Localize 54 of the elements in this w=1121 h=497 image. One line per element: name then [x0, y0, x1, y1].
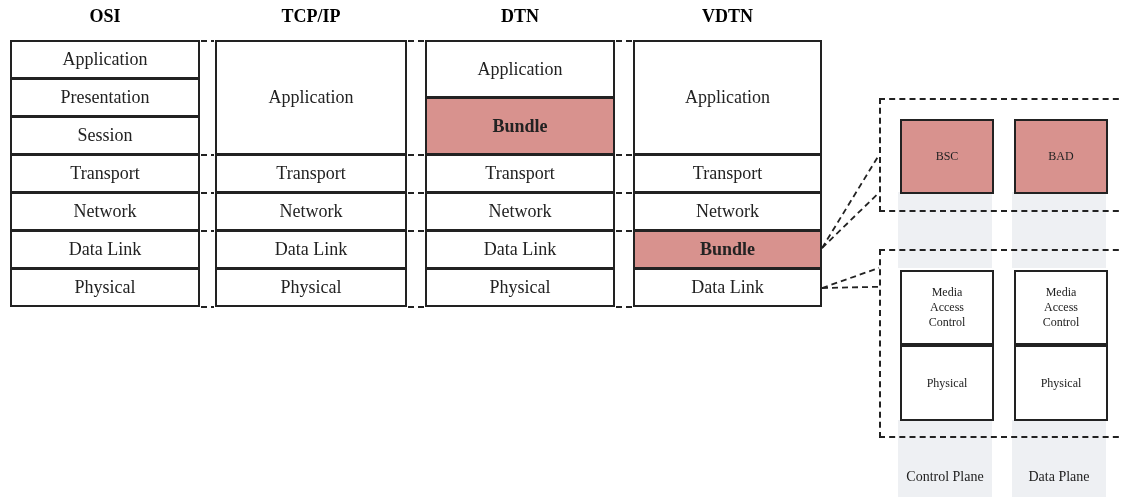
layer-box: Physical	[900, 345, 994, 421]
layer-box: Bundle	[425, 97, 615, 155]
column-heading: OSI	[88, 6, 122, 27]
layer-box: Network	[215, 192, 407, 231]
layer-box: Physical	[425, 268, 615, 307]
layer-box: Bundle	[633, 230, 822, 269]
dashed-connector	[615, 154, 633, 156]
layer-box: Physical	[215, 268, 407, 307]
layer-box: Transport	[633, 154, 822, 193]
layer-box: Presentation	[10, 78, 200, 117]
layer-box: BSC	[900, 119, 994, 194]
dashed-connector	[407, 230, 425, 232]
layer-box: Application	[215, 40, 407, 155]
layer-box: Transport	[10, 154, 200, 193]
leader-line	[821, 267, 880, 289]
layer-box: Session	[10, 116, 200, 155]
layer-box: Data Link	[425, 230, 615, 269]
dashed-connector	[407, 192, 425, 194]
layer-box: Network	[633, 192, 822, 231]
dashed-connector	[407, 40, 425, 42]
dashed-connector	[200, 230, 215, 232]
dashed-connector	[200, 192, 215, 194]
layer-box: Application	[10, 40, 200, 79]
dashed-connector	[615, 192, 633, 194]
layer-box: Media Access Control	[900, 270, 994, 345]
layer-box: Data Link	[633, 268, 822, 307]
dashed-connector	[407, 306, 425, 308]
plane-band: Control Plane	[898, 420, 992, 497]
layer-box: Application	[633, 40, 822, 155]
dashed-connector	[615, 230, 633, 232]
column-heading: DTN	[500, 6, 540, 27]
column-heading: VDTN	[701, 6, 754, 27]
dashed-connector	[407, 154, 425, 156]
dashed-connector	[200, 306, 215, 308]
layer-box: Physical	[10, 268, 200, 307]
dashed-connector	[200, 154, 215, 156]
layer-box: Network	[10, 192, 200, 231]
layer-box: Transport	[425, 154, 615, 193]
plane-band: Data Plane	[1012, 420, 1106, 497]
layer-box: Physical	[1014, 345, 1108, 421]
layer-box: Network	[425, 192, 615, 231]
layer-box: Data Link	[10, 230, 200, 269]
zoom-frame	[879, 249, 1121, 438]
layer-box: Data Link	[215, 230, 407, 269]
column-heading: TCP/IP	[280, 6, 342, 27]
layer-box: Transport	[215, 154, 407, 193]
dashed-connector	[200, 40, 215, 42]
dashed-connector	[615, 306, 633, 308]
leader-line	[821, 285, 880, 289]
layer-box: Media Access Control	[1014, 270, 1108, 345]
dashed-connector	[615, 40, 633, 42]
zoom-frame	[879, 98, 1121, 212]
layer-box: BAD	[1014, 119, 1108, 194]
layer-box: Application	[425, 40, 615, 98]
